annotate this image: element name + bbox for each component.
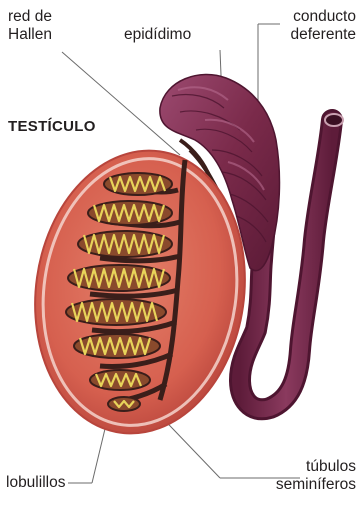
label-tubulos-line1: túbulos — [276, 458, 356, 476]
label-lobulillos: lobulillos — [6, 474, 65, 492]
label-conducto-deferente-line2: deferente — [291, 26, 357, 44]
label-epididimo: epidídimo — [124, 26, 191, 44]
label-red-de-hallen: red de Hallen — [8, 8, 52, 44]
label-tubulos-line2: seminíferos — [276, 476, 356, 494]
label-tubulos-seminiferos: túbulos seminíferos — [276, 458, 356, 494]
label-conducto-deferente: conducto deferente — [291, 8, 357, 44]
label-conducto-deferente-line1: conducto — [291, 8, 357, 26]
diagram-title: TESTÍCULO — [8, 118, 96, 136]
label-red-de-hallen-line1: red de — [8, 8, 52, 26]
lobulillo — [108, 397, 140, 411]
label-red-de-hallen-line2: Hallen — [8, 26, 52, 44]
